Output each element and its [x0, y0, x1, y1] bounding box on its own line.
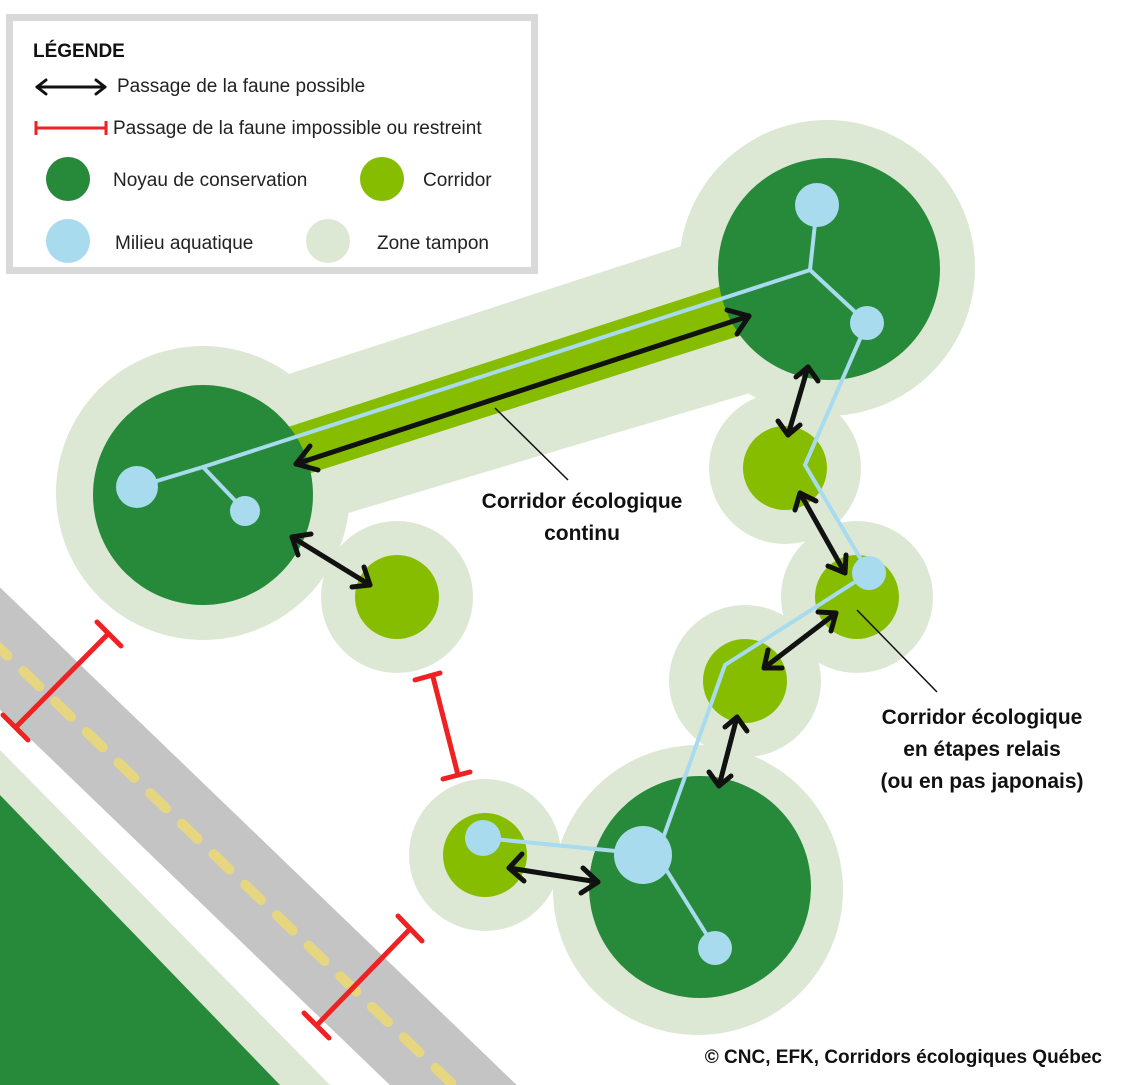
restricted-road-crossing-top [0, 619, 124, 743]
arrow-corridor-e-to-core3 [506, 851, 601, 896]
leader-line-continuous [494, 407, 569, 481]
arrow-corridor-b-to-c [792, 490, 849, 576]
legend-core-label: Noyau de conservation [113, 170, 308, 191]
aquatic-nodes [116, 183, 886, 965]
restricted-between-corridors [412, 670, 473, 782]
label-line: (ou en pas japonais) [880, 770, 1084, 793]
conservation-core-1 [93, 385, 313, 605]
label-continuous-corridor: Corridor écologique continu [452, 486, 712, 550]
restricted-road-crossing-bottom [301, 913, 425, 1041]
conservation-core-3 [589, 776, 811, 998]
arrow-corridor-c-to-d [761, 609, 839, 671]
label-stepping-stone-corridor: Corridor écologique en étapes relais (ou… [852, 702, 1112, 798]
aquatic-node [116, 466, 158, 508]
aquatic-node [614, 826, 672, 884]
buffer-swatch [306, 219, 350, 263]
legend-corridor-label: Corridor [423, 170, 492, 191]
road-center-line [0, 641, 461, 1085]
corridor-patch-a [355, 555, 439, 639]
legend-possible-label: Passage de la faune possible [117, 76, 366, 97]
label-line: en étapes relais [903, 738, 1061, 761]
label-line: continu [544, 522, 620, 545]
legend-title: LÉGENDE [33, 41, 125, 62]
core-area-bottom-left [0, 795, 280, 1085]
legend-restricted-label: Passage de la faune impossible ou restre… [113, 118, 482, 139]
arrow-corridor-d-to-core3 [706, 714, 750, 789]
corridor-swatch [360, 157, 404, 201]
arrow-continuous-corridor [293, 307, 752, 473]
legend-panel: LÉGENDE Passage de la faune possible Pas… [6, 14, 538, 274]
aquatic-node [465, 820, 501, 856]
arrow-core1-to-corridor-a [289, 531, 373, 590]
legend-buffer-label: Zone tampon [377, 233, 489, 254]
aquatic-node [852, 556, 886, 590]
aquatic-node [795, 183, 839, 227]
legend-aquatic-label: Milieu aquatique [115, 233, 254, 254]
core-swatch [46, 157, 90, 201]
label-line: Corridor écologique [481, 490, 683, 513]
restricted-passage-markers [0, 619, 473, 1041]
arrow-core2-to-corridor-b [775, 364, 821, 438]
label-line: Corridor écologique [881, 706, 1083, 729]
leader-line-stepping [856, 609, 938, 693]
possible-passage-arrows [289, 307, 849, 896]
aquatic-node [850, 306, 884, 340]
copyright-notice: © CNC, EFK, Corridors écologiques Québec [704, 1047, 1102, 1068]
aquatic-node [230, 496, 260, 526]
aquatic-swatch [46, 219, 90, 263]
restricted-marker-icon [34, 121, 108, 135]
aquatic-node [698, 931, 732, 965]
corridor-patch-b [743, 426, 827, 510]
double-arrow-icon [35, 78, 107, 96]
conservation-core-2 [718, 158, 940, 380]
continuous-corridor [285, 285, 742, 475]
